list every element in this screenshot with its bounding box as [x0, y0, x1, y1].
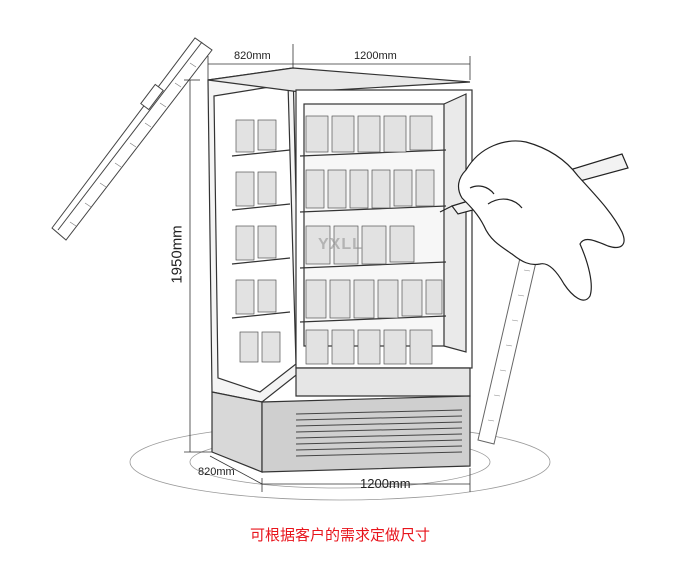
dimension-height: 1950mm — [168, 225, 186, 284]
right-ruler — [477, 257, 537, 445]
dimension-top-width: 1200mm — [354, 50, 397, 62]
dimension-bottom-width: 1200mm — [360, 476, 411, 491]
shelves — [231, 149, 447, 323]
dimension-lines — [184, 44, 471, 492]
hand-with-pencil — [439, 140, 629, 301]
dimension-bottom-depth: 820mm — [198, 466, 235, 478]
watermark-logo: YXLL — [318, 236, 363, 253]
dimension-top-depth: 820mm — [234, 50, 271, 62]
product-packages — [235, 115, 443, 365]
grille — [295, 409, 463, 457]
left-ruler — [51, 37, 213, 241]
caption-custom-size: 可根据客户的需求定做尺寸 — [249, 526, 430, 544]
